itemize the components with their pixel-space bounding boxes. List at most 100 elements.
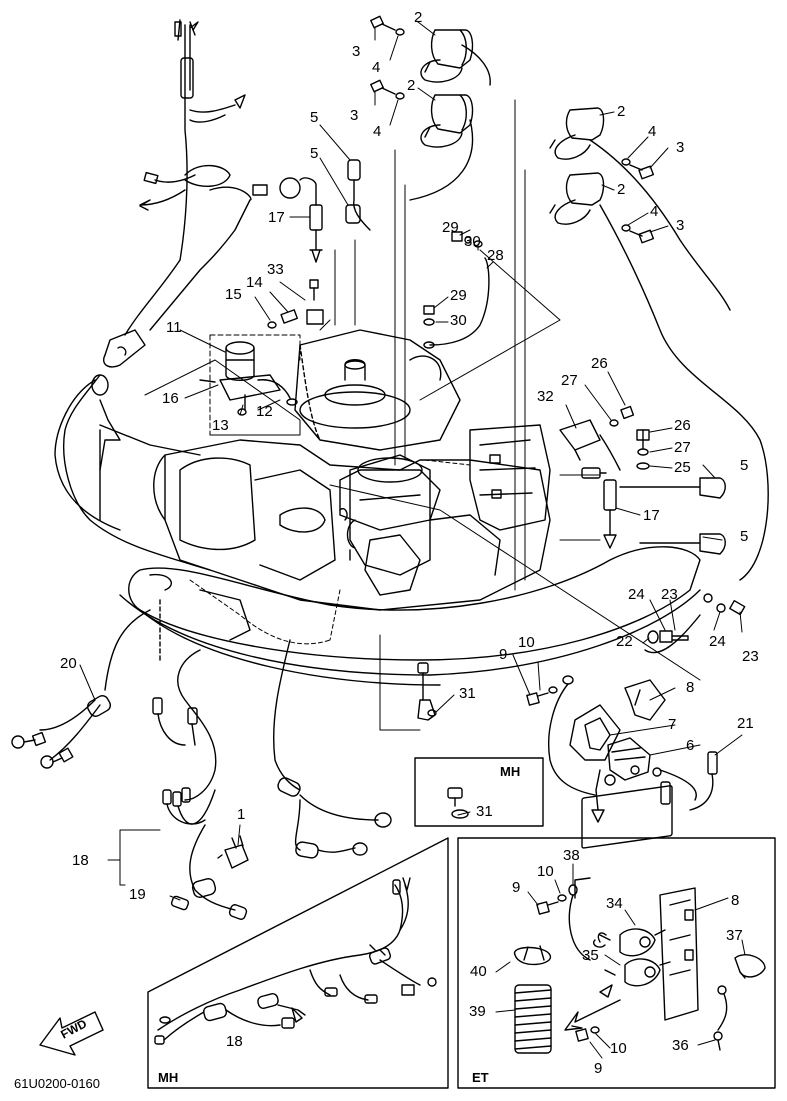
callout-26: 26	[591, 355, 608, 372]
callout-30: 30	[450, 312, 467, 329]
callout-1: 1	[237, 806, 246, 823]
callout-15: 15	[225, 286, 242, 303]
reference-lines	[144, 99, 701, 731]
callout-40: 40	[470, 963, 487, 980]
spark-plug-caps	[345, 159, 726, 555]
callout-9: 9	[512, 879, 521, 896]
callout-11: 11	[166, 319, 182, 336]
flywheel-magneto	[294, 329, 461, 451]
part-1-switch	[217, 835, 249, 869]
bolts-14-15-33	[267, 279, 324, 329]
callout-24: 24	[709, 633, 726, 650]
coil-bolts	[370, 15, 655, 244]
callout-5: 5	[740, 457, 749, 474]
lead-21	[660, 751, 718, 811]
electrical-bracket	[469, 424, 551, 531]
lower-harness	[11, 609, 392, 920]
parts-22-23-24	[644, 593, 746, 654]
callout-6: 6	[686, 737, 695, 754]
callout-2: 2	[414, 9, 423, 26]
callout-2: 2	[617, 181, 626, 198]
ignition-coil	[409, 94, 474, 201]
callout-3: 3	[352, 43, 361, 60]
callout-17: 17	[643, 507, 660, 524]
bottom-cowling	[119, 546, 701, 686]
callout-33: 33	[267, 261, 284, 278]
callout-5: 5	[740, 528, 749, 545]
ignition-coil	[420, 29, 491, 86]
inset-mh-small	[414, 757, 544, 827]
drawing-code: 61U0200-0160	[14, 1076, 101, 1091]
callout-12: 12	[256, 403, 273, 420]
callout-21: 21	[737, 715, 754, 732]
callout-10: 10	[610, 1040, 627, 1057]
callout-4: 4	[648, 123, 657, 140]
callout-25: 25	[674, 459, 691, 476]
ignition-coil	[549, 172, 769, 581]
callout-24: 24	[628, 586, 645, 603]
callout-16: 16	[162, 390, 179, 407]
inset-mh-small-label: MH	[500, 764, 521, 779]
callout-4: 4	[372, 59, 381, 76]
powerhead-block	[153, 439, 551, 641]
fwd-arrow-icon	[39, 1011, 104, 1056]
callout-35: 35	[582, 947, 599, 964]
callout-13: 13	[212, 417, 229, 434]
callout-28: 28	[487, 247, 504, 264]
main-wiring-harness	[54, 19, 301, 571]
callout-9: 9	[594, 1060, 603, 1077]
callout-4: 4	[650, 203, 659, 220]
inset-mh-harness	[147, 837, 449, 1089]
callout-32: 32	[537, 388, 554, 405]
inset-et	[457, 785, 776, 1089]
callout-3: 3	[350, 107, 359, 124]
callout-22: 22	[616, 633, 633, 650]
thermo-switch	[299, 177, 617, 549]
callout-2: 2	[617, 103, 626, 120]
callout-26: 26	[674, 417, 691, 434]
callout-8: 8	[731, 892, 740, 909]
callout-3: 3	[676, 217, 685, 234]
callout-14: 14	[246, 274, 263, 291]
callout-23: 23	[661, 586, 678, 603]
callout-19: 19	[129, 886, 146, 903]
callout-36: 36	[672, 1037, 689, 1054]
ignition-coil	[549, 107, 731, 311]
callout-17: 17	[268, 209, 285, 226]
callout-31: 31	[459, 685, 476, 702]
callout-18: 18	[72, 852, 89, 869]
callout-5: 5	[310, 145, 319, 162]
parts-25-27-32	[559, 405, 650, 479]
callout-9: 9	[499, 646, 508, 663]
callout-7: 7	[668, 716, 677, 733]
parts-6-7-8-9-10	[526, 675, 697, 823]
inset-et-label: ET	[472, 1070, 489, 1085]
callout-10: 10	[518, 634, 535, 651]
callout-23: 23	[742, 648, 759, 665]
callout-37: 37	[726, 927, 743, 944]
callout-30: 30	[464, 233, 481, 250]
callout-27: 27	[674, 439, 691, 456]
callout-18: 18	[226, 1033, 243, 1050]
callout-20: 20	[60, 655, 77, 672]
bracket-18	[107, 829, 161, 886]
callout-31: 31	[476, 803, 493, 820]
callout-2: 2	[407, 77, 416, 94]
callout-5: 5	[310, 109, 319, 126]
callout-8: 8	[686, 679, 695, 696]
callout-29: 29	[442, 219, 459, 236]
inset-mh-harness-label: MH	[158, 1070, 179, 1085]
callout-leaders	[79, 21, 743, 901]
callout-3: 3	[676, 139, 685, 156]
part-31	[417, 662, 437, 721]
et-callout-leaders	[495, 863, 746, 1059]
callout-34: 34	[606, 895, 623, 912]
starter-relay-assembly	[199, 341, 298, 416]
callout-4: 4	[373, 123, 382, 140]
callout-39: 39	[469, 1003, 486, 1020]
callout-38: 38	[563, 847, 580, 864]
callout-10: 10	[537, 863, 554, 880]
callout-29: 29	[450, 287, 467, 304]
